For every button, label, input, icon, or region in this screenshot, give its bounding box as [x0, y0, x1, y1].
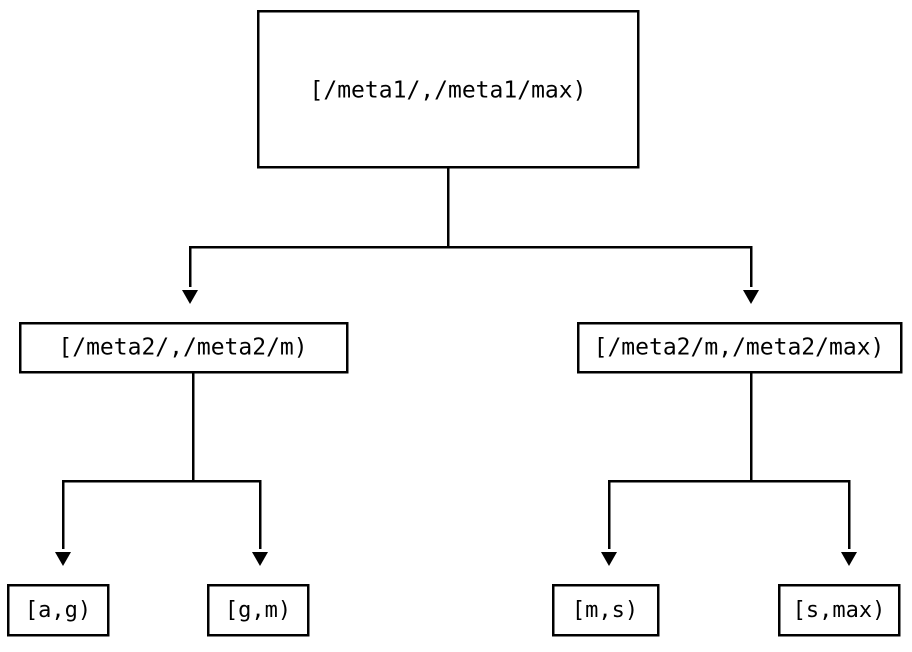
edge-mid-left-a-g — [55, 372, 195, 566]
edge-root-mid-right — [446, 167, 759, 304]
arrowhead-icon — [55, 552, 71, 566]
node-root-box — [256, 9, 640, 169]
arrowhead-icon — [601, 552, 617, 566]
node-leaf-g-m-label: [g,m) — [225, 598, 291, 623]
node-leaf-a-g-label: [a,g) — [25, 598, 91, 623]
node-mid-right[interactable]: [/meta2/m,/meta2/max) — [576, 321, 903, 374]
node-mid-right-label: [/meta2/m,/meta2/max) — [594, 335, 885, 361]
arrowhead-icon — [182, 290, 198, 304]
edge-mid-right-s-max — [749, 372, 857, 566]
node-mid-left-box — [18, 321, 349, 374]
node-leaf-a-g[interactable]: [a,g) — [6, 583, 110, 637]
node-leaf-m-s-label: [m,s) — [572, 598, 638, 623]
edge-mid-left-g-m — [191, 372, 268, 566]
node-root-label: [/meta1/,/meta1/max) — [310, 78, 587, 104]
edge-root-mid-left — [182, 167, 450, 304]
arrowhead-icon — [743, 290, 759, 304]
node-leaf-g-m-box — [206, 583, 310, 637]
node-mid-left[interactable]: [/meta2/,/meta2/m) — [18, 321, 349, 374]
node-leaf-g-m[interactable]: [g,m) — [206, 583, 310, 637]
node-leaf-m-s[interactable]: [m,s) — [551, 583, 660, 637]
node-leaf-a-g-box — [6, 583, 110, 637]
node-root[interactable]: [/meta1/,/meta1/max) — [256, 9, 640, 169]
node-leaf-s-max[interactable]: [s,max) — [777, 583, 901, 637]
node-leaf-s-max-box — [777, 583, 901, 637]
arrowhead-icon — [252, 552, 268, 566]
node-mid-left-label: [/meta2/,/meta2/m) — [58, 335, 307, 361]
node-leaf-s-max-label: [s,max) — [793, 598, 886, 623]
node-leaf-m-s-box — [551, 583, 660, 637]
arrowhead-icon — [841, 552, 857, 566]
edge-mid-right-m-s — [601, 372, 753, 566]
node-mid-right-box — [576, 321, 903, 374]
